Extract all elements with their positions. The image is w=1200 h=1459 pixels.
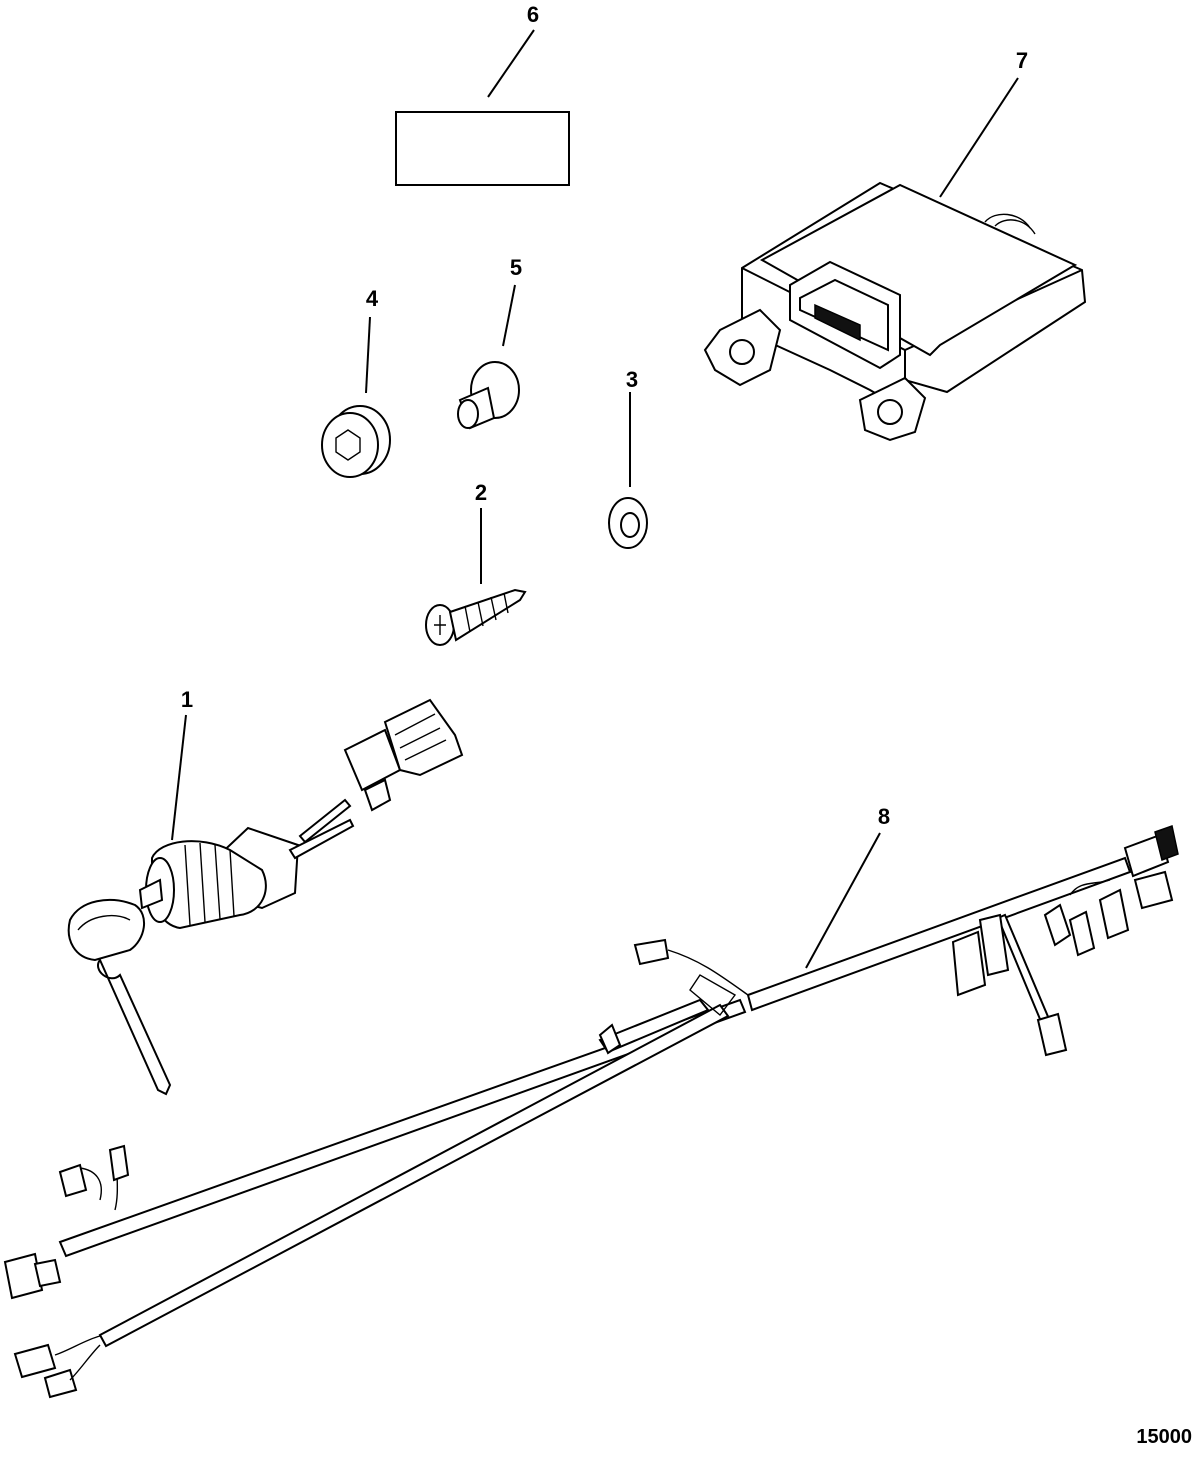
part-3-washer: 3: [608, 367, 648, 549]
callout-6: 6: [527, 2, 539, 27]
part-5-bushing: 5: [457, 255, 522, 430]
callout-2: 2: [475, 480, 487, 505]
callout-8: 8: [878, 804, 890, 829]
part-6-decal: 6: [395, 2, 570, 186]
part-4-grommet: 4: [321, 286, 391, 478]
part-8-wiring-harness: 8: [3, 804, 1179, 1399]
part-7-control-module: 7: [703, 48, 1087, 442]
callout-3: 3: [626, 367, 638, 392]
callout-7: 7: [1016, 48, 1028, 73]
callout-1: 1: [181, 687, 193, 712]
callout-5: 5: [510, 255, 522, 280]
part-2-screw: 2: [425, 480, 527, 646]
callout-4: 4: [366, 286, 379, 311]
diagram-reference-number: 15000: [1136, 1426, 1192, 1448]
part-1-key-switch: 1: [67, 687, 464, 1096]
